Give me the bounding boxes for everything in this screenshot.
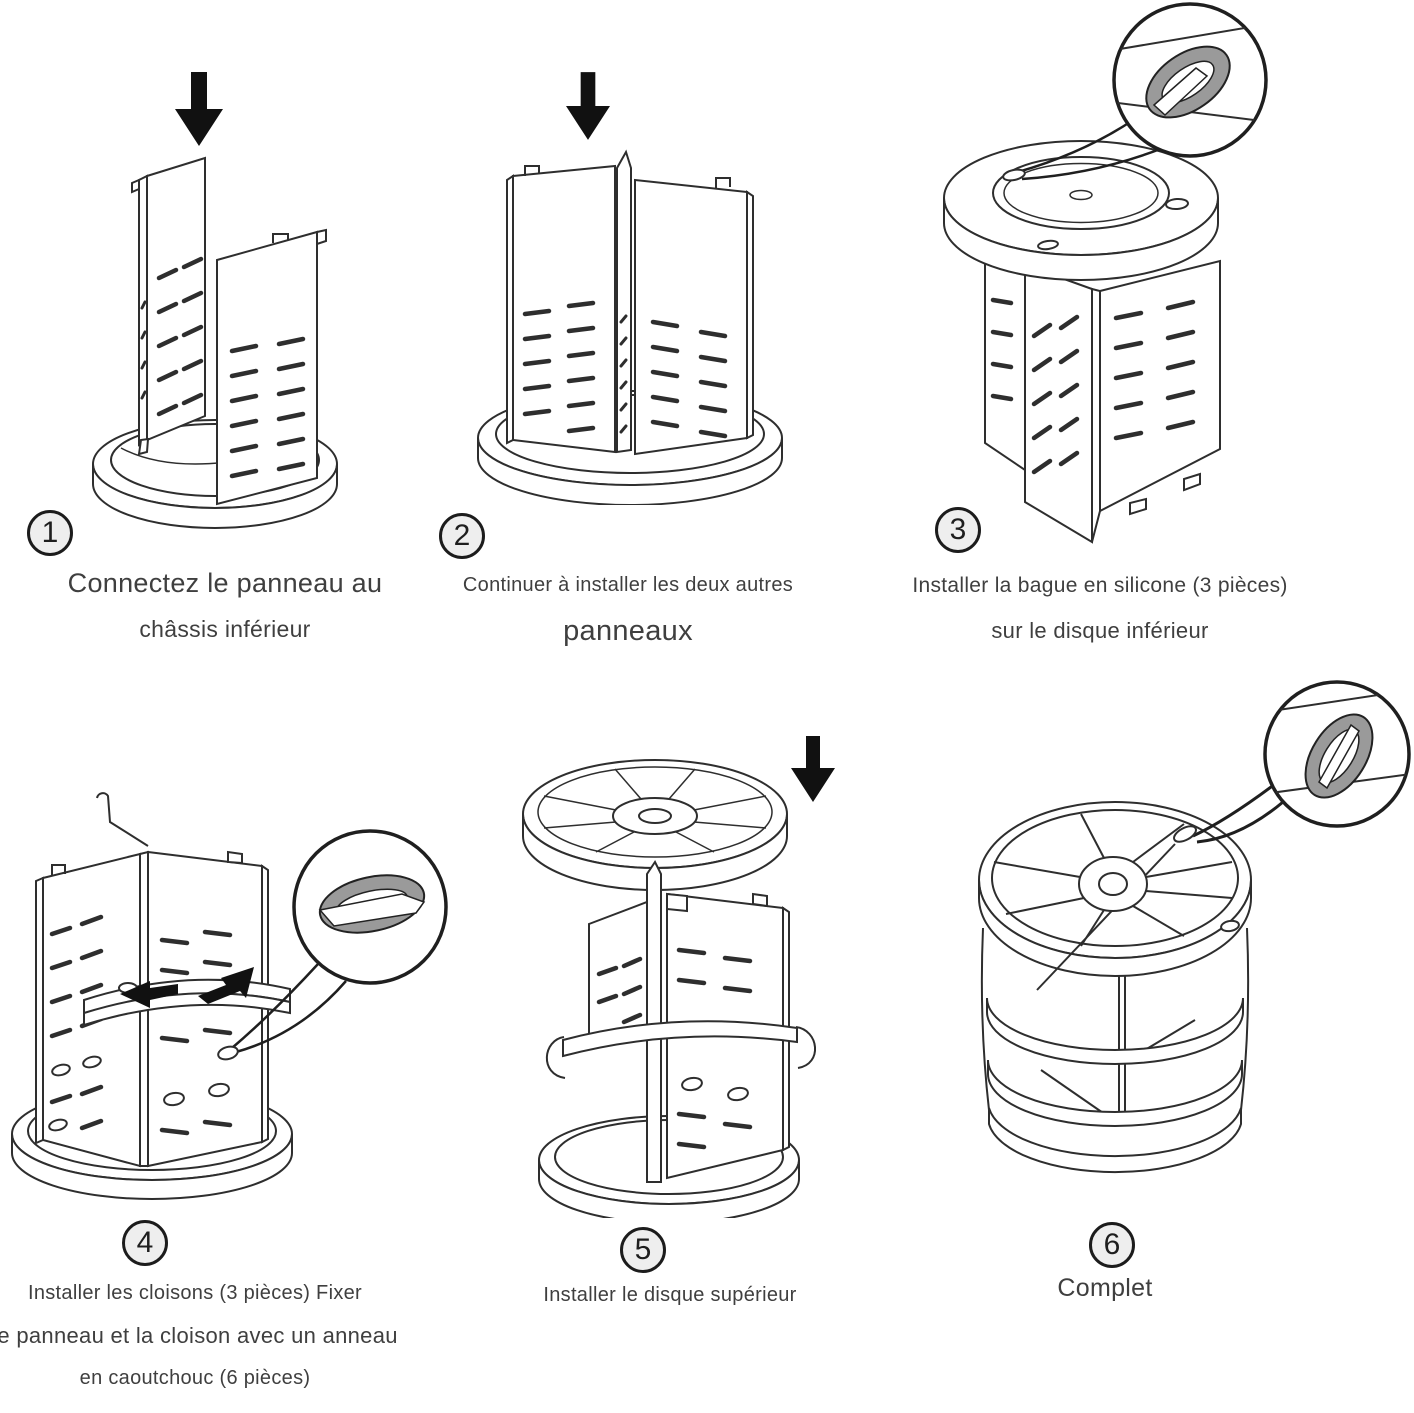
- base-bowl-wall: [11, 1133, 293, 1200]
- step6-caption: Complet: [1000, 1274, 1210, 1303]
- step-number: 6: [1103, 1228, 1121, 1261]
- step5-caption: Installer le disque supérieur: [490, 1284, 850, 1325]
- ring-slot: [1002, 168, 1026, 182]
- caption-line: châssis inférieur: [139, 616, 311, 642]
- caption-line: Continuer à installer les deux autres: [462, 574, 794, 596]
- panel-left: [506, 164, 616, 454]
- step6-number-badge: 6: [1089, 1222, 1135, 1268]
- step2-three-panels-illustration: [477, 149, 783, 505]
- caption-line: le panneau et la cloison avec un anneau: [0, 1323, 398, 1348]
- step-number: 3: [949, 513, 967, 546]
- top-disc-with-compartments: [978, 801, 1252, 991]
- base-bowl-wall: [477, 437, 783, 505]
- magnifier-silicone-ring-icon: [1112, 2, 1268, 158]
- caption-line: Installer la bague en silicone (3 pièces…: [912, 574, 1288, 597]
- center-hole: [1098, 872, 1128, 896]
- step5-top-disc-illustration: [522, 736, 835, 1218]
- caption-line: Installer le disque supérieur: [543, 1284, 797, 1306]
- step3-silicone-ring-on-disc-illustration: [943, 2, 1268, 544]
- panel-a: [131, 156, 206, 456]
- bottom-disc: [943, 140, 1219, 281]
- panel-right: [634, 177, 754, 456]
- step-number: 2: [453, 519, 471, 552]
- caption-line: sur le disque inférieur: [991, 618, 1209, 643]
- top-disc-with-compartments: [522, 759, 788, 891]
- caption-line: Installer les cloisons (3 pièces) Fixer: [27, 1282, 363, 1304]
- curved-shelf: [83, 967, 291, 1027]
- caption-line: Connectez le panneau au: [67, 568, 383, 598]
- panel-b: [216, 228, 327, 506]
- ring-slot: [217, 1045, 239, 1061]
- step4-install-shelf-illustration: [11, 792, 448, 1200]
- hanging-hook: [96, 792, 149, 847]
- step6-complete-organizer-illustration: [978, 680, 1411, 1174]
- step2-number-badge: 2: [439, 513, 485, 559]
- base-bowl-wall: [538, 1159, 800, 1218]
- step2-down-arrow-icon: [566, 72, 610, 140]
- step3-number-badge: 3: [935, 507, 981, 553]
- magnifier-rubber-ring-icon: [292, 829, 448, 985]
- step-number: 5: [634, 1233, 652, 1266]
- step1-panel-to-base-illustration: [92, 156, 338, 529]
- step1-caption: Connectez le panneau au châssis inférieu…: [30, 568, 420, 643]
- panel-right: [147, 850, 269, 1168]
- caption-line: Complet: [1057, 1274, 1153, 1302]
- base-bowl-wall: [92, 463, 338, 529]
- panel-center-edge: [616, 149, 632, 454]
- step3-caption: Installer la bague en silicone (3 pièces…: [900, 574, 1300, 662]
- step4-caption: Installer les cloisons (3 pièces) Fixer …: [0, 1282, 405, 1408]
- cylinder-body: [980, 927, 1250, 1174]
- mid-shelf: [545, 1020, 816, 1079]
- step-number: 4: [136, 1226, 154, 1259]
- step5-number-badge: 5: [620, 1227, 666, 1273]
- magnifier-silicone-ring-icon: [1263, 680, 1411, 828]
- step2-caption: Continuer à installer les deux autres pa…: [438, 574, 818, 648]
- ring-slot: [1173, 825, 1197, 843]
- step4-number-badge: 4: [122, 1220, 168, 1266]
- caption-line: panneaux: [563, 615, 693, 647]
- step5-down-arrow-icon: [791, 736, 835, 802]
- left-arrow-icon: [120, 981, 178, 1008]
- caption-line: en caoutchouc (6 pièces): [79, 1367, 311, 1389]
- step1-down-arrow-icon: [175, 72, 223, 146]
- panel-legs: [984, 250, 1221, 544]
- step1-number-badge: 1: [27, 510, 73, 556]
- right-arrow-icon: [198, 967, 254, 1004]
- step-number: 1: [41, 516, 59, 549]
- center-hole: [1069, 189, 1093, 201]
